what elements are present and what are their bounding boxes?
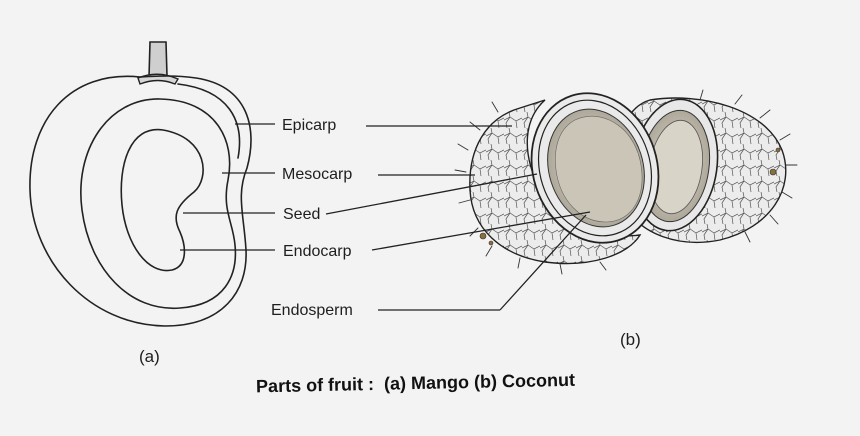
figure-caption: Parts of fruit : (a) Mango (b) Coconut (256, 370, 575, 397)
mango-stalk (148, 41, 168, 78)
epicarp-label: Epicarp (282, 117, 336, 134)
leader-lines (180, 123, 591, 311)
mango-seed (120, 128, 204, 272)
endocarp-leader-right (371, 211, 591, 251)
coconut-husk-fibres (454, 89, 798, 275)
endosperm-leader-diag (499, 214, 587, 311)
coconut-front-shell-inner (537, 99, 653, 237)
mango-epicarp-inner-line (177, 83, 241, 159)
panel-label-a: (a) (139, 347, 160, 366)
seed-leader-right (325, 173, 538, 215)
coconut-drawing (454, 89, 798, 275)
mango-endocarp-outer (80, 98, 237, 309)
mango-outer-skin (29, 75, 252, 327)
panel-label-b: (b) (620, 330, 641, 349)
coconut-front-cavity (555, 115, 643, 223)
mango-drawing (29, 41, 252, 327)
seed-label: Seed (283, 206, 320, 223)
endosperm-label: Endosperm (271, 302, 353, 319)
mesocarp-label: Mesocarp (282, 166, 352, 183)
endocarp-label: Endocarp (283, 243, 352, 260)
